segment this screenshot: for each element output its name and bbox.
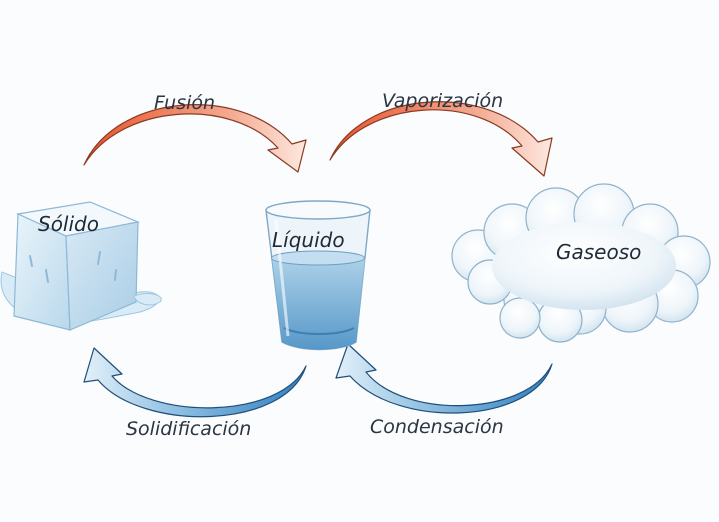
condensation-label: Condensación [370, 416, 504, 438]
vaporization-arrow [329, 101, 553, 177]
solid-state-label: Sólido [38, 212, 99, 236]
fusion-label: Fusión [154, 92, 216, 114]
ice-melt-puddle [133, 293, 162, 306]
solidification-arrow [83, 347, 307, 418]
cloud-illustration [451, 183, 711, 343]
solidification-label: Solidificación [126, 418, 252, 440]
vaporization-label: Vaporización [382, 90, 504, 112]
fusion-arrow [83, 104, 307, 173]
gas-state-label: Gaseoso [556, 240, 642, 264]
water-glass-illustration [265, 200, 371, 351]
liquid-state-label: Líquido [272, 228, 345, 252]
ice-cube-illustration [0, 201, 160, 331]
condensation-arrow [335, 343, 553, 414]
